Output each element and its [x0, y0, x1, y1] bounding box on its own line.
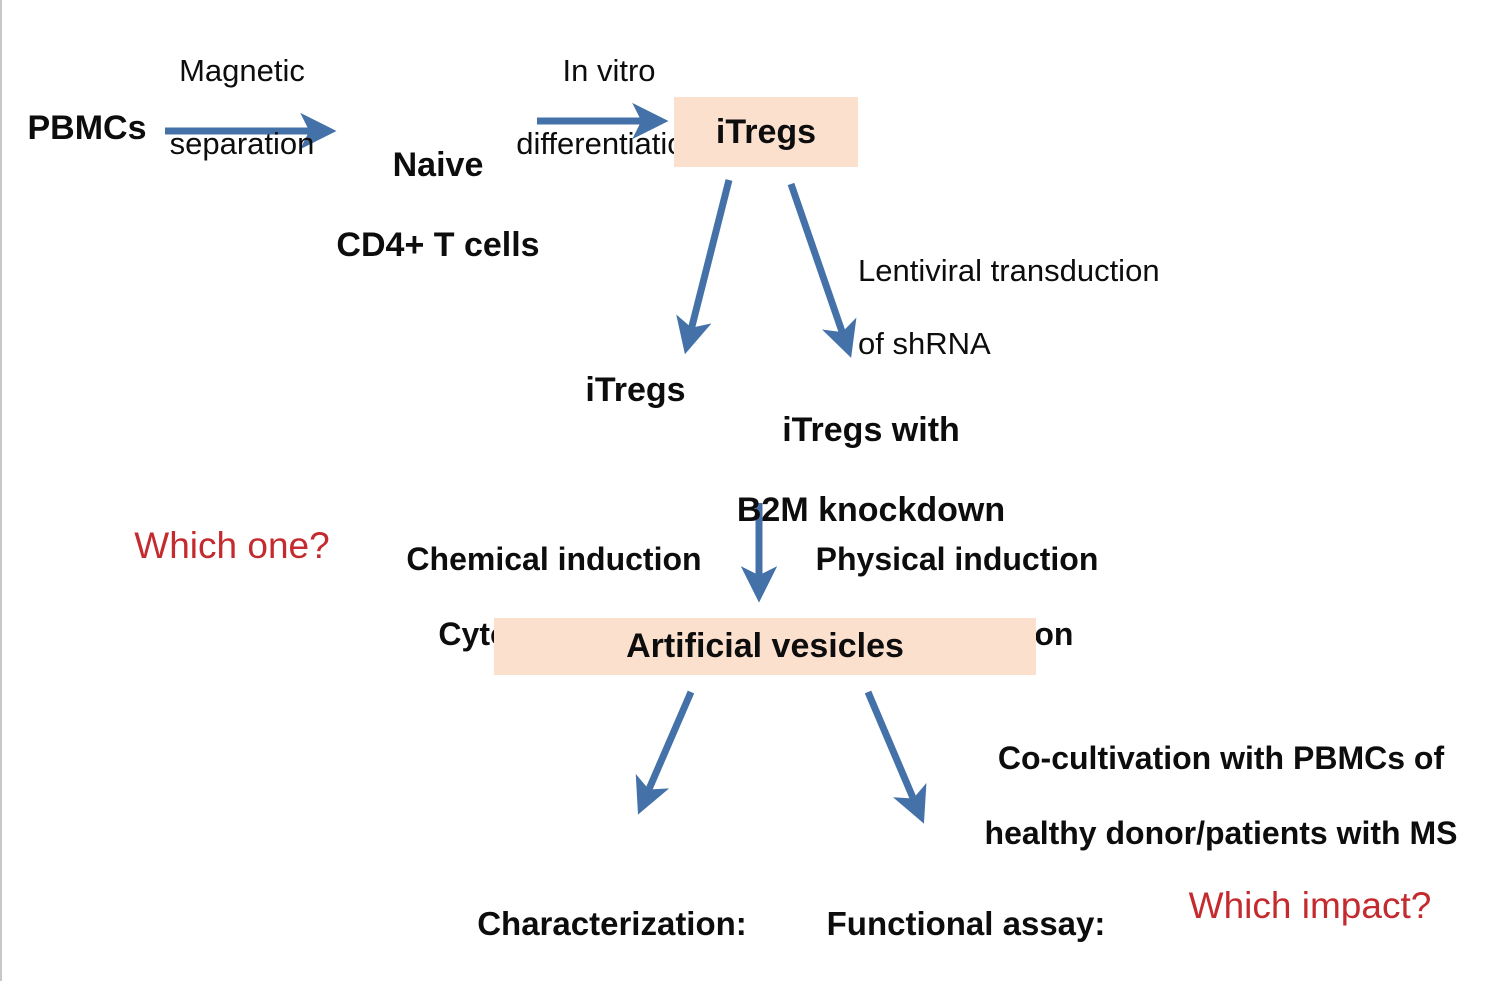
node-functional-assay: Functional assay: ELISA, FC — [810, 866, 1122, 981]
edge-label-magnetic-separation: Magnetic separation — [169, 52, 315, 161]
node-artificial-vesicles: Artificial vesicles — [494, 618, 1036, 675]
characterization-title: Characterization: — [477, 904, 747, 942]
node-naive-cd4-t-cells: Naive CD4+ T cells — [336, 146, 540, 265]
node-pbmcs: PBMCs — [27, 109, 147, 147]
arrow-itregs-to-b2m-knockdown — [787, 182, 857, 358]
edge-label-co-cultivation: Co-cultivation with PBMCs of healthy don… — [984, 739, 1458, 852]
arrow-itregs-to-itregs — [676, 179, 733, 355]
functional-assay-title: Functional assay: — [826, 904, 1106, 942]
edge-label-in-vitro-differentiation: In vitro differentiation — [516, 52, 702, 161]
edge-label-lentiviral-transduction: Lentiviral transduction of shRNA — [858, 252, 1160, 361]
arrow-vesicles-to-functional-assay — [864, 690, 927, 824]
annotation-which-impact: Which impact? — [1188, 885, 1432, 926]
annotation-which-one: Which one? — [134, 525, 330, 566]
arrow-vesicles-to-characterization — [635, 690, 695, 815]
node-characterization: Characterization: NTA, SEM, FC, WB — [442, 866, 782, 981]
node-itregs-box: iTregs — [674, 97, 858, 167]
node-itregs-b2m-knockdown: iTregs with B2M knockdown — [736, 411, 1006, 530]
node-itregs-left: iTregs — [585, 371, 686, 409]
